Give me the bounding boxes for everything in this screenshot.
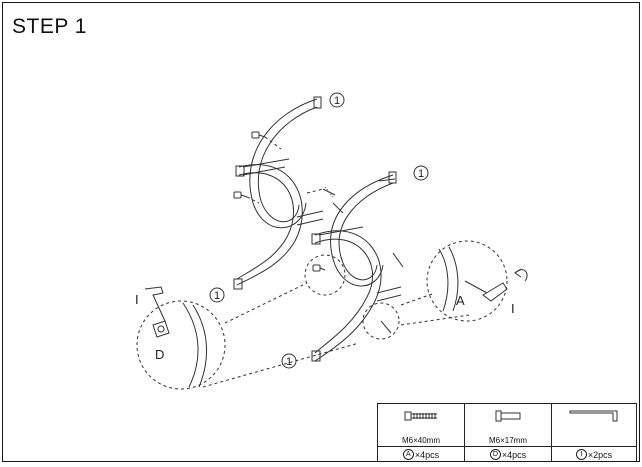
- short-bolt-icon: [495, 410, 521, 422]
- detail-left-bolt-d: [152, 320, 170, 338]
- right-crossbar-lower: [376, 286, 402, 294]
- bolt-d-3: [312, 264, 326, 272]
- part-qty-long-bolt: A×4pcs: [377, 446, 465, 461]
- right-crossbar-upper: [378, 178, 396, 182]
- part-spec-long-bolt: M6×40mm: [401, 436, 440, 445]
- detail-circle-right-source: [362, 302, 400, 340]
- right-arc-upper-outer: [330, 174, 394, 287]
- detail-right-screw-a: [464, 280, 488, 294]
- allen-key-icon: [569, 410, 618, 422]
- label-bolt-d: D: [155, 347, 164, 362]
- assembly-step-page: STEP 1: [2, 2, 640, 462]
- part-cell-long-bolt: M6×40mm: [377, 403, 465, 447]
- assembly-diagram: 1 1 1 1 I D A I: [135, 92, 528, 390]
- right-arc-lower-inner: [314, 238, 373, 354]
- bolt-d-1: [251, 131, 266, 139]
- detail-circle-left: [136, 300, 226, 390]
- right-crossbar-top: [318, 226, 364, 236]
- screw-a-4: [380, 320, 392, 334]
- label-screw-a: A: [456, 293, 465, 308]
- svg-text:1: 1: [214, 290, 220, 302]
- right-arc-mid-end-cap: [311, 233, 321, 245]
- left-arc-lower-inner: [236, 172, 295, 280]
- part-qty-short-bolt: D×4pcs: [464, 446, 552, 461]
- long-bolt-icon: [404, 411, 437, 421]
- left-crossbar-top: [242, 158, 290, 168]
- left-crossbar-mid-inner: [296, 218, 324, 226]
- svg-text:1: 1: [418, 168, 424, 180]
- label-allen-key: I: [135, 292, 139, 307]
- detail-left-bolt-head: [157, 325, 165, 333]
- svg-text:1: 1: [286, 356, 292, 368]
- callout-1-left: 1: [209, 287, 225, 303]
- rotate-arrow-head-icon: [514, 268, 522, 278]
- right-crossbar-lower-inner: [376, 294, 402, 302]
- callout-1-top: 1: [329, 92, 345, 108]
- right-arc-lower-outer: [314, 230, 382, 362]
- part-qty-allen-key: I×2pcs: [551, 446, 637, 461]
- right-arc-upper-inner: [338, 182, 394, 281]
- screw-a-3: [392, 252, 404, 268]
- left-arc-lower-outer: [236, 164, 303, 286]
- bolt-d-2: [233, 191, 248, 199]
- part-cell-short-bolt: M6×17mm: [464, 403, 552, 447]
- part-cell-allen-key: [551, 403, 637, 447]
- allen-key-right-icon: [482, 282, 508, 302]
- left-arc-bottom-end-cap: [233, 278, 243, 290]
- callout-1-bottom: 1: [281, 353, 297, 369]
- left-crossbar-top-inner: [242, 166, 286, 176]
- detail-circle-right: [426, 240, 508, 322]
- svg-text:1: 1: [334, 95, 340, 107]
- detail-right-tube-inner: [448, 246, 459, 312]
- callout-1-mid: 1: [413, 165, 429, 181]
- allen-key-left-icon: [144, 286, 166, 322]
- right-arc-bottom-end-cap: [311, 350, 321, 362]
- left-arc-mid-end-cap: [235, 165, 245, 177]
- left-crossbar-mid: [296, 210, 324, 218]
- left-arc-top-end-cap: [313, 96, 322, 109]
- label-allen-key-detail: I: [511, 301, 515, 316]
- detail-left-tube-inner: [192, 304, 207, 388]
- screw-a-1: [322, 186, 336, 198]
- left-arc-upper-inner: [257, 106, 318, 223]
- alignment-guides: [202, 136, 470, 388]
- detail-circle-left-source: [304, 254, 346, 296]
- part-spec-short-bolt: M6×17mm: [488, 436, 527, 445]
- screw-a-2: [332, 202, 344, 214]
- right-arc-top-end-cap: [388, 171, 397, 184]
- parts-table: M6×40mm M6×17mm A×4pcs D×4pcs: [377, 403, 637, 461]
- detail-left-tube-outer: [182, 302, 199, 388]
- left-arc-upper-outer: [249, 98, 318, 229]
- detail-right-tube-outer: [438, 248, 449, 312]
- step-title: STEP 1: [12, 15, 87, 38]
